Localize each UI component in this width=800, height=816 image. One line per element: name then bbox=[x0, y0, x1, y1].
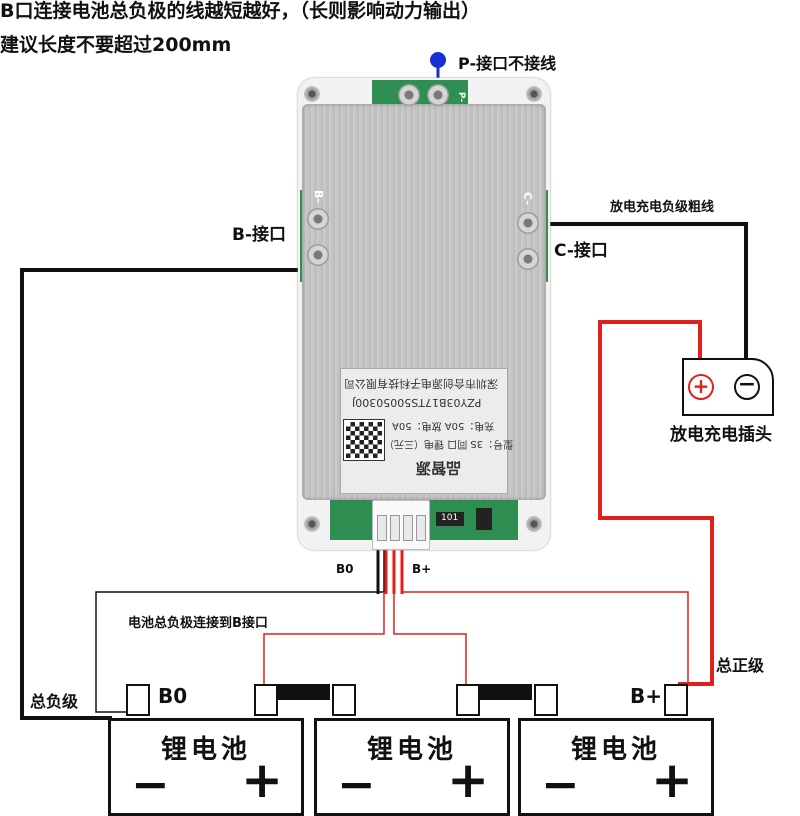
ic-chip bbox=[476, 508, 492, 530]
cell2-negative-terminal bbox=[332, 684, 356, 716]
screw-top-left bbox=[304, 86, 320, 102]
b-port-negative-wire bbox=[20, 268, 318, 720]
cell3-negative-terminal bbox=[534, 684, 558, 716]
plug-positive-symbol: + bbox=[688, 374, 714, 400]
b-port-pad-2 bbox=[307, 244, 329, 266]
total-negative-callout: 总负级 bbox=[30, 692, 79, 711]
total-positive-callout: 总正级 bbox=[716, 656, 765, 675]
pad-mark-p: P- bbox=[456, 91, 467, 103]
cell2-balance-wire bbox=[393, 592, 467, 686]
b-port-callout: B-接口 bbox=[232, 225, 287, 245]
battery-plus: + bbox=[651, 751, 693, 809]
screw-bottom-left bbox=[304, 516, 320, 532]
battery-plus: + bbox=[447, 751, 489, 809]
cell1-positive-terminal bbox=[254, 684, 278, 716]
battery-plus: + bbox=[241, 751, 283, 809]
battery-1: 锂电池 − + bbox=[108, 718, 304, 816]
label-part-number: PZY03B17TS50050300J bbox=[352, 396, 482, 409]
plug-negative-symbol: − bbox=[734, 374, 760, 400]
batt-neg-to-b-callout: 电池总负极连接到B接口 bbox=[128, 616, 268, 631]
c-port-pad-1 bbox=[517, 212, 539, 234]
bplus-terminal bbox=[664, 684, 688, 716]
cell2-positive-terminal bbox=[456, 684, 480, 716]
plug-callout: 放电充电插头 bbox=[670, 425, 772, 445]
header-line-2: 建议长度不要超过200mm bbox=[0, 34, 232, 56]
qr-code bbox=[343, 419, 385, 461]
battery-minus: − bbox=[541, 757, 580, 811]
pad-mark-b: B- bbox=[311, 190, 325, 203]
series-link-2 bbox=[480, 684, 532, 700]
b-port-pad-1 bbox=[307, 208, 329, 230]
battery-minus: − bbox=[131, 757, 170, 811]
screw-bottom-right bbox=[526, 516, 542, 532]
battery-title: 锂电池 bbox=[570, 735, 661, 765]
pad-mark-c: C- bbox=[520, 192, 534, 205]
p-port-pad-2 bbox=[427, 84, 449, 106]
series-link-1 bbox=[278, 684, 330, 700]
battery-minus: − bbox=[337, 757, 376, 811]
battery-2: 锂电池 − + bbox=[314, 718, 510, 816]
resistor-code: 101 bbox=[441, 513, 459, 523]
bplus-balance-wire bbox=[401, 546, 689, 684]
battery-3: 锂电池 − + bbox=[518, 718, 714, 816]
bplus-terminal-label: B+ bbox=[630, 684, 663, 708]
battery-title: 锂电池 bbox=[160, 735, 251, 765]
cell1-balance-wire bbox=[263, 592, 385, 686]
header-line-1: B口连接电池总负极的线越短越好，（长则影响动力输出） bbox=[0, 0, 480, 22]
battery-title: 锂电池 bbox=[366, 735, 457, 765]
b0-terminal bbox=[126, 684, 150, 716]
b0-terminal-label: B0 bbox=[158, 684, 188, 708]
p-port-pad-1 bbox=[398, 84, 420, 106]
label-company: 深圳市合创源电子科技有限公司 bbox=[344, 377, 498, 390]
b0-lead-callout: B0 bbox=[336, 562, 354, 576]
label-brand: 品智源 bbox=[416, 459, 462, 477]
screw-top-right bbox=[526, 86, 542, 102]
charge-neg-wire-callout: 放电充电负级粗线 bbox=[610, 200, 715, 215]
b0-balance-wire bbox=[95, 546, 385, 713]
balance-connector bbox=[372, 500, 430, 550]
c-port-callout: C-接口 bbox=[554, 241, 608, 261]
p-port-dot bbox=[430, 52, 446, 68]
bplus-lead-callout: B+ bbox=[412, 562, 432, 576]
label-current: 充电：50A 放电：50A bbox=[392, 420, 495, 431]
p-port-callout: P-接口不接线 bbox=[458, 54, 557, 73]
c-port-negative-wire bbox=[528, 222, 748, 374]
resistor: 101 bbox=[436, 512, 464, 526]
label-model: 型号：3S 同口 锂电（三元） bbox=[384, 438, 514, 449]
c-port-pad-2 bbox=[517, 248, 539, 270]
